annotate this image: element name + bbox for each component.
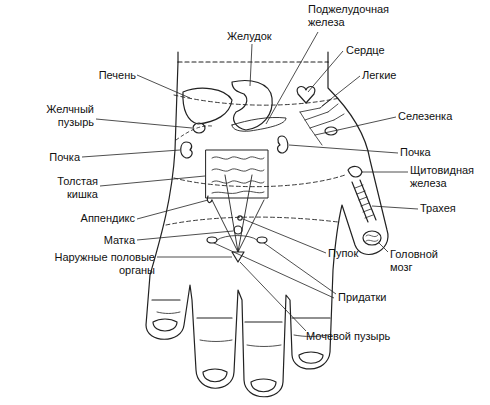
organ-label: Мочевой пузырь bbox=[306, 330, 416, 343]
organ-label: Почка bbox=[400, 146, 444, 159]
organ-label: Легкие bbox=[362, 69, 412, 82]
organ-label: Придатки bbox=[338, 291, 398, 304]
organ-label: Аппендикс bbox=[66, 212, 135, 225]
organ-label: Головной мозг bbox=[390, 248, 448, 273]
organ-label: Желудок bbox=[227, 30, 287, 43]
organ-label: Печень bbox=[90, 69, 136, 82]
organ-label: Щитовидная железа bbox=[410, 164, 484, 189]
organ-label: Поджелудочная железа bbox=[308, 3, 393, 28]
organ-label: Наружные половые органы bbox=[50, 251, 155, 276]
organ-label: Почка bbox=[36, 151, 80, 164]
leader-lines bbox=[82, 32, 418, 331]
organ-label: Сердце bbox=[346, 44, 396, 57]
organ-label: Пупок bbox=[328, 247, 373, 260]
organ-label: Матка bbox=[88, 234, 135, 247]
organ-label: Трахея bbox=[420, 202, 470, 215]
organ-label: Желчный пузырь bbox=[38, 103, 94, 128]
organ-label: Толстая кишка bbox=[44, 175, 98, 200]
organ-label: Селезенка bbox=[398, 110, 464, 123]
